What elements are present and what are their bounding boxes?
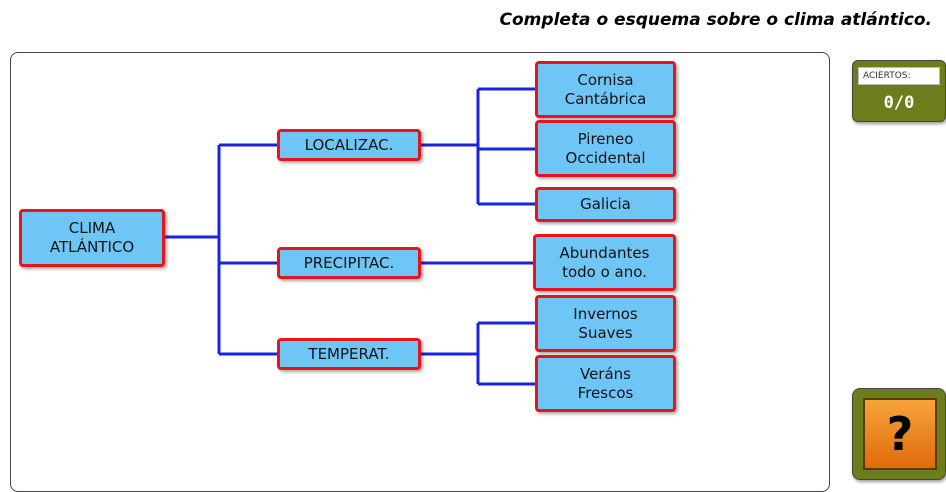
- score-panel: ACIERTOS: 0/0: [852, 60, 946, 122]
- item-node-galicia[interactable]: Galicia: [535, 187, 676, 222]
- category-node-localizac[interactable]: LOCALIZAC.: [277, 129, 421, 161]
- root-node: CLIMA ATLÁNTICO: [19, 209, 165, 267]
- score-value: 0/0: [883, 93, 915, 113]
- question-mark-icon: ?: [886, 407, 914, 461]
- instruction-title: Completa o esquema sobre o clima atlánti…: [499, 10, 932, 30]
- category-node-temperat[interactable]: TEMPERAT.: [277, 338, 421, 370]
- connector-lines: [164, 87, 536, 386]
- item-node-abundantes[interactable]: Abundantes todo o ano.: [533, 234, 676, 291]
- score-label: ACIERTOS:: [858, 67, 940, 85]
- help-button-face[interactable]: ?: [863, 398, 937, 470]
- item-node-pireneo-occidental[interactable]: Pireneo Occidental: [535, 120, 676, 177]
- item-node-cornisa-cantabrica[interactable]: Cornisa Cantábrica: [535, 61, 676, 118]
- category-node-precipitac[interactable]: PRECIPITAC.: [277, 247, 421, 279]
- help-button[interactable]: ?: [852, 388, 946, 480]
- item-node-verans-frescos[interactable]: Veráns Frescos: [535, 355, 676, 412]
- item-node-invernos-suaves[interactable]: Invernos Suaves: [535, 295, 676, 352]
